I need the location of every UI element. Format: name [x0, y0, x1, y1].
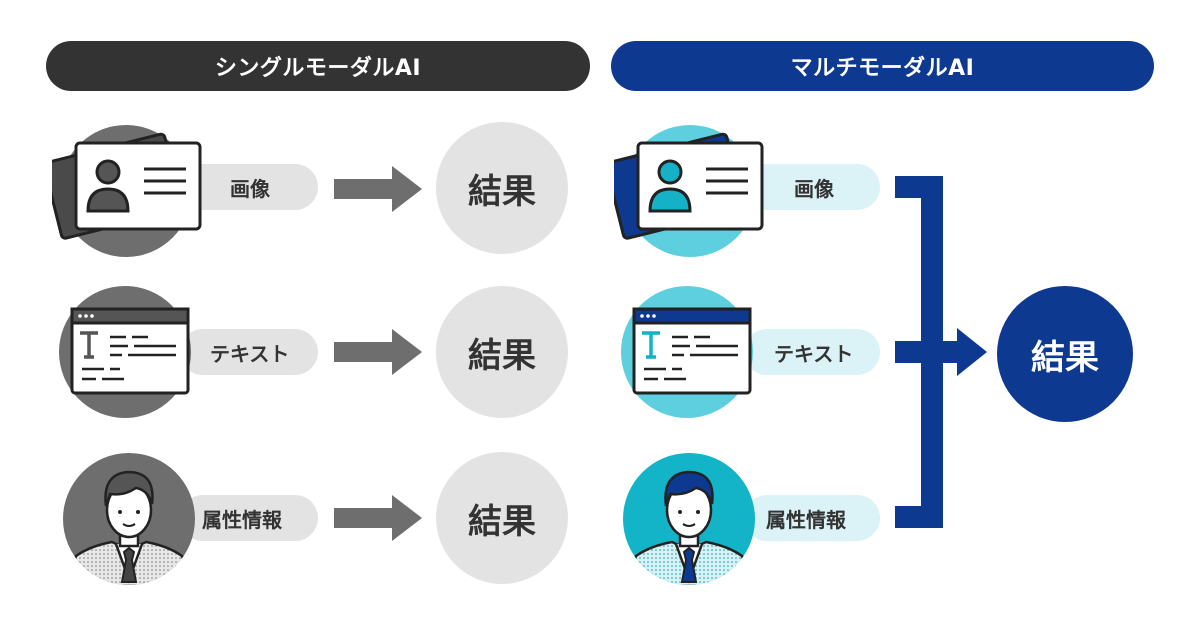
- person-icon: [622, 452, 756, 586]
- image-input-pill: 画像: [180, 164, 318, 210]
- text-input-pill: テキスト: [180, 329, 318, 375]
- attributes-input-label: 属性情報: [766, 507, 846, 532]
- combined-result-circle: 結果: [997, 286, 1133, 422]
- multi-modal-header: マルチモーダルAI: [611, 41, 1154, 91]
- result-circle: 結果: [436, 286, 568, 418]
- arrow-right-icon: [334, 495, 422, 541]
- text-document-icon: [620, 285, 760, 419]
- attributes-input-pill: 属性情報: [180, 495, 318, 541]
- single-modal-header: シングルモーダルAI: [46, 41, 590, 91]
- image-input-pill: 画像: [744, 164, 880, 210]
- text-document-icon: [58, 285, 198, 419]
- result-circle: 結果: [436, 452, 568, 584]
- text-input-pill: テキスト: [744, 329, 880, 375]
- text-input-label: テキスト: [774, 341, 854, 366]
- text-input-label: テキスト: [210, 341, 290, 366]
- arrow-right-icon: [334, 329, 422, 375]
- attributes-input-label: 属性情報: [202, 507, 282, 532]
- image-input-label: 画像: [230, 176, 270, 201]
- result-circle: 結果: [436, 122, 568, 254]
- id-card-icon: [52, 119, 202, 259]
- person-icon: [62, 452, 196, 586]
- attributes-input-pill: 属性情報: [744, 495, 880, 541]
- arrow-right-icon: [334, 166, 422, 212]
- id-card-icon: [614, 119, 764, 259]
- merge-bracket-connector: [895, 176, 995, 534]
- image-input-label: 画像: [794, 176, 834, 201]
